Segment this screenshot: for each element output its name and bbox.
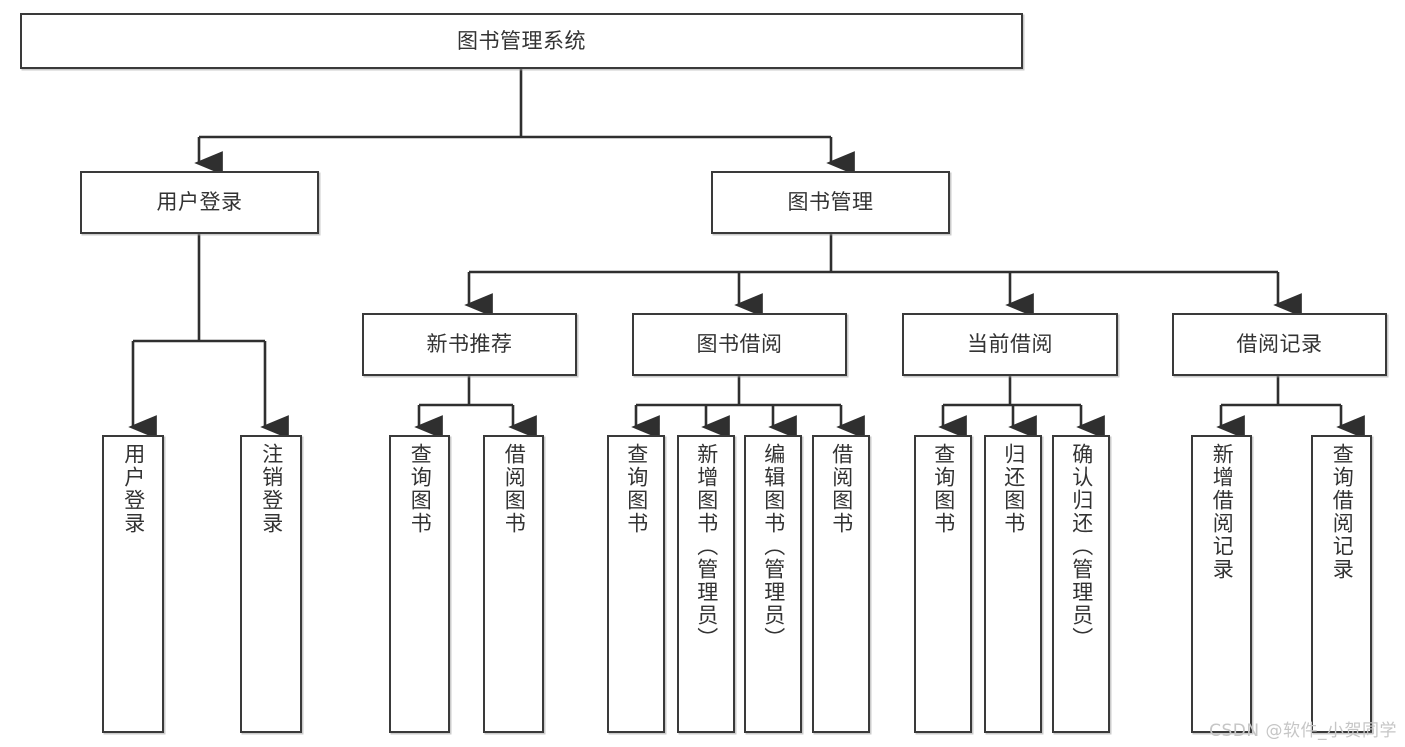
leaf-user-login-signout[interactable]: 注销登录	[240, 435, 302, 733]
leaf-borrow-edit-book[interactable]: 编辑图书（管理员）	[744, 435, 802, 733]
node-label: 借阅图书	[829, 443, 854, 535]
node-label: 确认归还（管理员）	[1069, 443, 1094, 650]
leaf-borrow-borrow-book[interactable]: 借阅图书	[812, 435, 870, 733]
leaf-new-books-borrow[interactable]: 借阅图书	[483, 435, 544, 733]
node-label: 编辑图书（管理员）	[761, 443, 786, 650]
leaf-user-login-signin[interactable]: 用户登录	[102, 435, 164, 733]
leaf-current-confirm-return[interactable]: 确认归还（管理员）	[1052, 435, 1110, 733]
node-label: 查询图书	[408, 443, 433, 535]
node-label: 用户登录	[121, 443, 146, 535]
csdn-watermark: CSDN @软件_小贺同学	[1209, 721, 1397, 741]
node-label: 新增图书（管理员）	[694, 443, 719, 650]
node-user-login[interactable]: 用户登录	[80, 171, 319, 234]
leaf-records-query-record[interactable]: 查询借阅记录	[1311, 435, 1372, 733]
node-label: 用户登录	[156, 190, 243, 215]
node-label: 查询借阅记录	[1330, 443, 1355, 581]
leaf-records-add-record[interactable]: 新增借阅记录	[1191, 435, 1252, 733]
node-current-borrow[interactable]: 当前借阅	[902, 313, 1118, 376]
node-label: 查询图书	[624, 443, 649, 535]
leaf-borrow-query-book[interactable]: 查询图书	[607, 435, 665, 733]
leaf-new-books-query[interactable]: 查询图书	[389, 435, 450, 733]
node-root-system[interactable]: 图书管理系统	[20, 13, 1023, 69]
node-borrow-records[interactable]: 借阅记录	[1172, 313, 1387, 376]
leaf-borrow-add-book[interactable]: 新增图书（管理员）	[677, 435, 735, 733]
node-label: 当前借阅	[967, 332, 1053, 357]
node-label: 注销登录	[259, 443, 284, 535]
node-label: 图书管理系统	[457, 28, 586, 53]
node-new-book-recommend[interactable]: 新书推荐	[362, 313, 577, 376]
node-label: 图书管理	[787, 190, 874, 215]
node-label: 借阅记录	[1236, 332, 1323, 357]
node-label: 新增借阅记录	[1210, 443, 1235, 581]
node-label: 新书推荐	[426, 332, 513, 357]
leaf-current-return-book[interactable]: 归还图书	[984, 435, 1042, 733]
node-label: 查询图书	[931, 443, 956, 535]
node-book-borrow[interactable]: 图书借阅	[632, 313, 847, 376]
node-book-management[interactable]: 图书管理	[711, 171, 950, 234]
leaf-current-query-book[interactable]: 查询图书	[914, 435, 972, 733]
node-label: 借阅图书	[502, 443, 527, 535]
node-label: 图书借阅	[696, 332, 783, 357]
node-label: 归还图书	[1001, 443, 1026, 535]
